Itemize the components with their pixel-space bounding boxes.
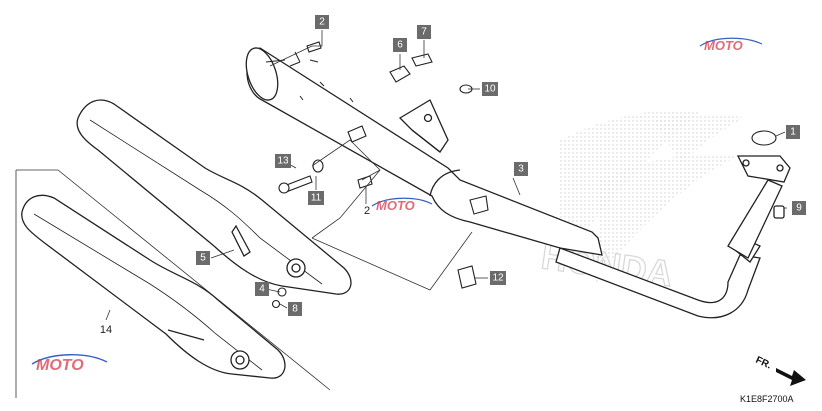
- svg-text:9: 9: [796, 203, 802, 214]
- muffler-bracket: [398, 99, 449, 153]
- svg-text:10: 10: [484, 84, 496, 95]
- moto-watermark-bottom: MOTO: [31, 354, 108, 374]
- svg-text:12: 12: [492, 273, 504, 284]
- svg-text:5: 5: [200, 253, 206, 264]
- part-code: K1E8F2700A: [740, 394, 794, 404]
- svg-text:1: 1: [790, 127, 796, 138]
- callout-12: 12: [490, 271, 506, 285]
- moto-watermark-top: MOTO: [699, 37, 763, 53]
- callout-3: 3: [514, 162, 528, 176]
- svg-text:3: 3: [518, 164, 524, 175]
- svg-text:2: 2: [364, 205, 370, 217]
- callout-13: 13: [275, 154, 291, 168]
- callout-6: 6: [393, 38, 407, 52]
- svg-text:2: 2: [319, 17, 325, 28]
- callout-5: 5: [196, 251, 210, 265]
- callout-2-plain: 2: [364, 205, 370, 217]
- honda-wing-watermark: [560, 110, 745, 285]
- callout-14: 14: [100, 324, 112, 336]
- moto-watermark-middle: MOTO: [371, 197, 433, 213]
- heat-guard-inner: [21, 194, 286, 379]
- svg-text:8: 8: [292, 304, 298, 315]
- muffler-body: [245, 47, 603, 256]
- front-direction-indicator: FR.: [754, 355, 806, 386]
- svg-text:MOTO: MOTO: [376, 198, 415, 213]
- callout-4: 4: [255, 282, 269, 296]
- callout-2: 2: [315, 15, 329, 29]
- svg-text:FR.: FR.: [754, 355, 773, 372]
- heat-guard-outer: [76, 99, 352, 295]
- hardware-parts: [271, 41, 777, 309]
- svg-text:MOTO: MOTO: [36, 357, 84, 374]
- svg-text:11: 11: [311, 193, 322, 204]
- svg-text:MOTO: MOTO: [704, 38, 743, 53]
- callout-10: 10: [482, 82, 498, 96]
- callout-9: 9: [792, 201, 806, 215]
- callout-7: 7: [417, 25, 431, 39]
- svg-text:13: 13: [277, 156, 289, 167]
- callout-8: 8: [288, 302, 302, 316]
- exhaust-pipe: [555, 155, 791, 319]
- callout-11: 11: [308, 191, 324, 205]
- callout-1: 1: [786, 125, 800, 139]
- svg-text:14: 14: [100, 324, 112, 336]
- svg-text:4: 4: [259, 284, 265, 295]
- front-arrow-icon: [776, 368, 806, 386]
- leader-lines: [15, 30, 787, 398]
- svg-text:6: 6: [397, 40, 403, 51]
- svg-text:7: 7: [421, 27, 427, 38]
